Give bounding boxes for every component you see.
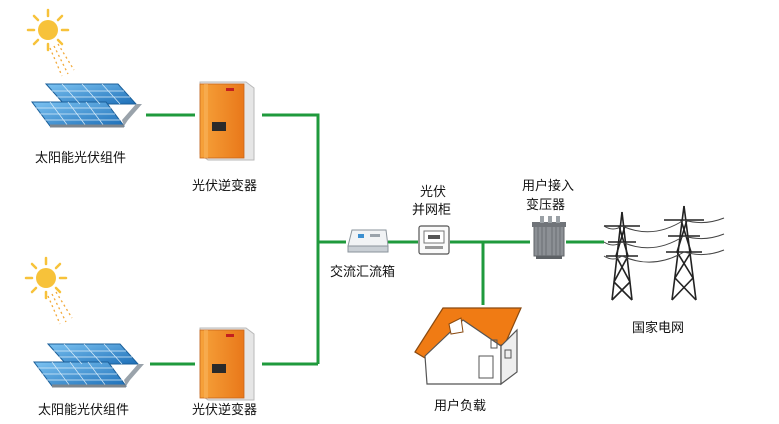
solar-panel-icon [33,343,144,388]
inverter-bottom-label: 光伏逆变器 [192,402,257,418]
solar-module-bottom-label: 太阳能光伏组件 [38,403,129,418]
grid-cabinet-icon [418,225,450,255]
inverter-icon [199,81,255,161]
grid-cabinet-label-line2: 并网柜 [412,203,451,218]
state-grid-label: 国家电网 [632,320,684,336]
sun-icon [24,256,73,325]
transformer-icon [532,216,566,259]
house-icon [414,307,522,386]
wires [146,113,604,366]
combiner-box-label: 交流汇流箱 [330,264,395,280]
inverter-icon [199,327,255,401]
transformer-label-line2: 变压器 [526,197,565,213]
combiner-box-icon [347,229,389,253]
inverter-top-label: 光伏逆变器 [192,178,257,194]
user-load-label: 用户负载 [434,398,486,414]
solar-module-top-label: 太阳能光伏组件 [35,151,126,166]
solar-panel-icon [31,83,142,128]
sun-icon [26,8,75,77]
wire-inverter-top-bus [262,113,320,364]
power-tower-icon [603,205,725,301]
transformer-label-line1: 用户接入 [522,178,574,194]
grid-cabinet-label-line1: 光伏 [420,185,446,200]
